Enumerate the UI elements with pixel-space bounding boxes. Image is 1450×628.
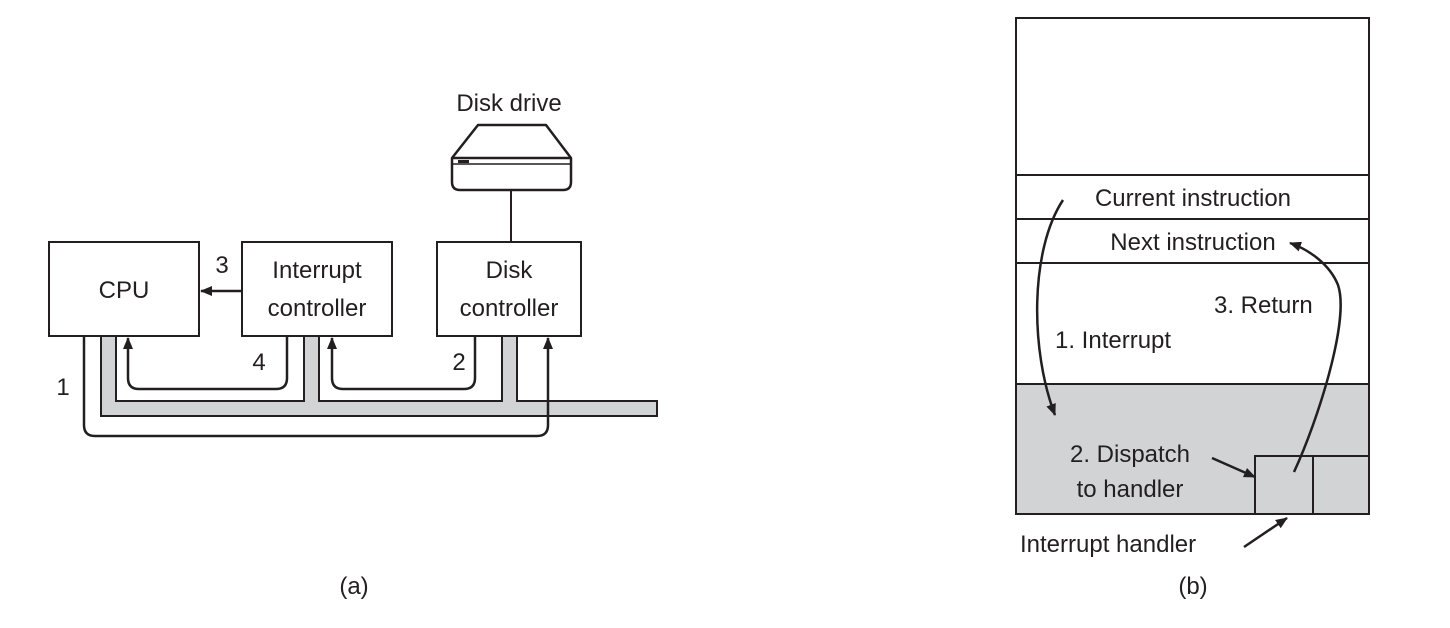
interrupt-controller-label-line1: Interrupt bbox=[272, 257, 362, 284]
disk-drive-label: Disk drive bbox=[456, 90, 561, 117]
disk-controller-label-line2: controller bbox=[460, 295, 559, 322]
next-instruction-label: Next instruction bbox=[1110, 229, 1275, 256]
interrupt-controller-label-line2: controller bbox=[268, 295, 367, 322]
handler-entry-box bbox=[1254, 455, 1314, 515]
step-interrupt-label: 1. Interrupt bbox=[1055, 327, 1171, 354]
disk-drive-icon bbox=[450, 123, 573, 192]
dispatch-arrow bbox=[1211, 456, 1256, 479]
step-label-4: 4 bbox=[252, 349, 265, 376]
interrupt-handler-label: Interrupt handler bbox=[1020, 531, 1196, 558]
diagram-b: Current instruction Next instruction 1. … bbox=[1015, 17, 1370, 600]
step-dispatch-label-line2: to handler bbox=[1077, 476, 1184, 503]
caption-a: (a) bbox=[339, 573, 368, 600]
caption-b: (b) bbox=[1178, 573, 1207, 600]
handler-pointer-arrow bbox=[1243, 516, 1288, 549]
arrow-1 bbox=[82, 336, 553, 438]
cpu-label: CPU bbox=[99, 277, 150, 304]
step-label-2: 2 bbox=[452, 349, 465, 376]
arrow-2 bbox=[327, 336, 477, 391]
handler-adjacent-box bbox=[1312, 455, 1370, 515]
system-bus bbox=[100, 335, 658, 417]
interrupt-arrow bbox=[1035, 199, 1065, 416]
diagram-a: CPU Interrupt controller Disk controller… bbox=[48, 90, 658, 600]
step-dispatch-label-line1: 2. Dispatch bbox=[1070, 441, 1190, 468]
step-return-label: 3. Return bbox=[1214, 292, 1313, 319]
disk-controller-box: Disk controller bbox=[436, 241, 582, 337]
interrupt-controller-box: Interrupt controller bbox=[241, 241, 393, 337]
memory-block bbox=[1015, 17, 1370, 515]
disk-controller-label-line1: Disk bbox=[486, 257, 534, 284]
step-label-3: 3 bbox=[215, 252, 228, 279]
arrow-4 bbox=[123, 336, 289, 391]
cpu-box: CPU bbox=[48, 241, 200, 337]
step-label-1: 1 bbox=[56, 374, 69, 401]
current-instruction-label: Current instruction bbox=[1095, 185, 1291, 212]
return-arrow bbox=[1289, 241, 1342, 473]
